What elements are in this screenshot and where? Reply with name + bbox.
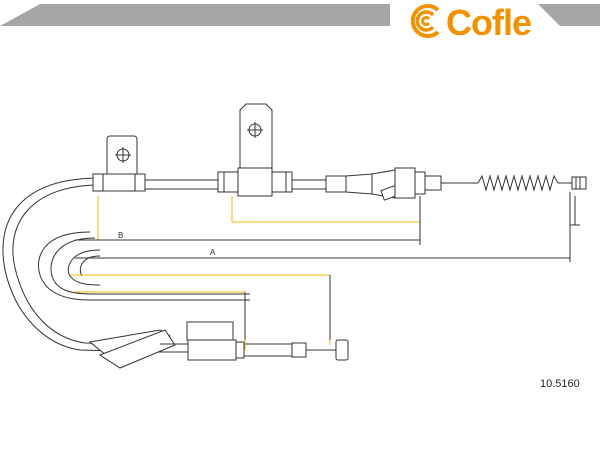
middle-bracket	[217, 103, 293, 197]
cofle-c-logo-icon	[407, 4, 441, 38]
left-bracket	[92, 135, 146, 192]
return-spring	[477, 174, 587, 192]
part-number: 10.5160	[540, 378, 580, 390]
lower-cable	[88, 321, 349, 369]
dimension-label-b: B	[118, 231, 123, 240]
header-banner	[0, 4, 390, 26]
upper-cable	[2, 177, 330, 353]
dimension-ticks	[75, 192, 580, 340]
cable-sleeve	[325, 167, 478, 201]
dimension-lines	[70, 196, 571, 350]
brand-name: Cofle	[446, 2, 532, 43]
dimension-label-a: A	[210, 248, 216, 257]
header-banner-right	[538, 4, 600, 26]
